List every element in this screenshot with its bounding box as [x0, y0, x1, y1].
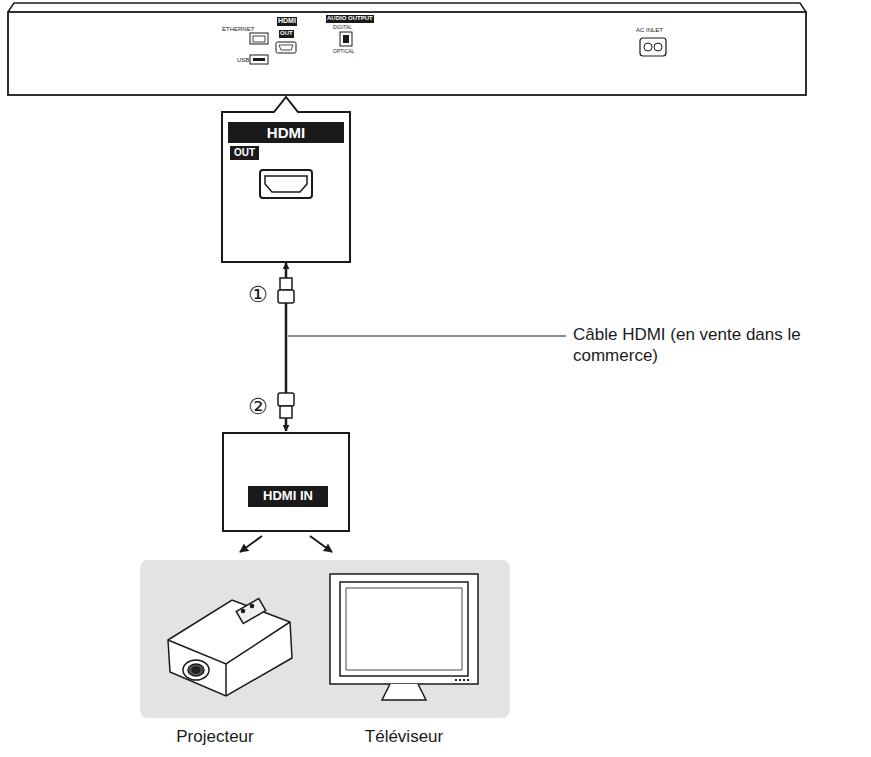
player-rear-panel	[8, 3, 806, 95]
projector	[168, 598, 292, 696]
hdmi-out-port	[260, 170, 312, 198]
callout-box: HDMI OUT	[222, 112, 350, 262]
callout-number: ①	[248, 281, 268, 309]
device-label: Projecteur	[176, 726, 253, 747]
hdmi-plug	[278, 278, 294, 418]
port-label: USB	[237, 57, 249, 65]
output-arrow	[240, 536, 262, 552]
port-heading: HDMI	[228, 122, 344, 143]
port-label: DIGITAL	[333, 24, 352, 30]
device-label: Téléviseur	[365, 726, 443, 747]
port-label: AUDIO OUTPUT	[326, 15, 374, 23]
callout-outline	[222, 97, 350, 262]
port-label: ETHERNET	[222, 26, 254, 34]
device-panel	[140, 560, 510, 718]
port-label: OUT	[279, 30, 294, 38]
input-box: HDMI IN	[222, 432, 350, 532]
cable-label: Câble HDMI (en vente dans le commerce)	[573, 324, 823, 367]
port-label: HDMI IN	[248, 486, 328, 507]
port-label: OPTICAL	[333, 48, 354, 54]
callout-number: ②	[248, 393, 268, 421]
output-arrow	[310, 536, 332, 552]
port-label: HDMI	[277, 17, 297, 26]
port-tag: OUT	[230, 146, 259, 160]
port-label: AC INLET	[636, 27, 663, 35]
leader-line	[288, 336, 566, 337]
television	[330, 574, 478, 700]
